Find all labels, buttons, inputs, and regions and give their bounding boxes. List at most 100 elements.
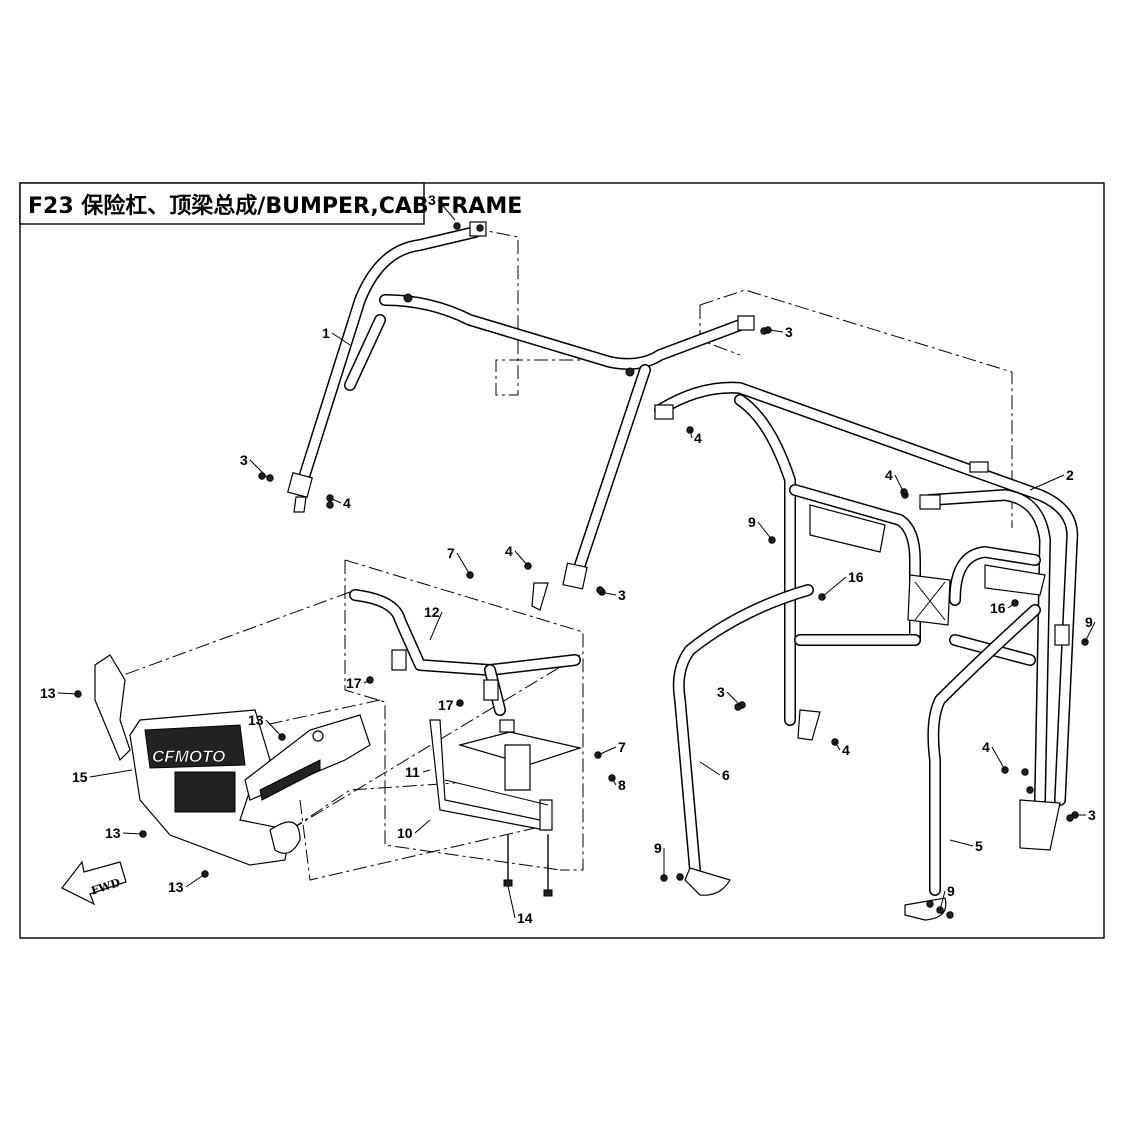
callout-4: 4 xyxy=(694,430,702,446)
callout-leader-3 xyxy=(599,591,617,596)
callout-3: 3 xyxy=(240,452,248,468)
callout-14: 14 xyxy=(517,910,533,926)
callout-leader-7 xyxy=(597,746,617,756)
callout-leader-12 xyxy=(429,611,443,641)
callout-10: 10 xyxy=(397,825,413,841)
fastener-29 xyxy=(760,327,768,335)
callout-leader-3 xyxy=(769,329,784,333)
callout-leader-13 xyxy=(265,719,283,738)
callout-16: 16 xyxy=(990,600,1006,616)
fastener-31 xyxy=(326,501,334,509)
long-bolts xyxy=(503,834,553,897)
callout-leader-2 xyxy=(1029,474,1065,491)
callout-2: 2 xyxy=(1066,467,1074,483)
callout-7: 7 xyxy=(618,739,626,755)
forward-direction-arrow: FWD xyxy=(61,860,127,906)
callout-leaders xyxy=(57,199,1096,919)
bumper-mount-brackets xyxy=(429,719,583,831)
callout-leader-3 xyxy=(249,459,269,479)
callout-leader-4 xyxy=(329,497,342,504)
callout-11: 11 xyxy=(405,764,420,780)
callout-4: 4 xyxy=(842,742,850,758)
callout-leader-6 xyxy=(699,761,721,776)
callout-3: 3 xyxy=(785,324,793,340)
callout-9: 9 xyxy=(654,840,662,856)
callout-leader-10 xyxy=(414,819,431,834)
callout-leader-5 xyxy=(949,839,974,847)
callout-4: 4 xyxy=(343,495,351,511)
bumper-upper-tube xyxy=(349,589,581,716)
callout-leader-16 xyxy=(821,576,847,598)
callout-4: 4 xyxy=(885,467,893,483)
callout-7: 7 xyxy=(447,545,455,561)
fastener-37 xyxy=(1026,786,1034,794)
callout-17: 17 xyxy=(438,697,454,713)
callout-9: 9 xyxy=(1085,614,1093,630)
rear-cab-frame xyxy=(654,381,1079,851)
fastener-40 xyxy=(946,911,954,919)
callout-17: 17 xyxy=(346,675,362,691)
callout-9: 9 xyxy=(748,514,756,530)
callout-3: 3 xyxy=(717,684,725,700)
left-grab-bar xyxy=(672,584,814,896)
callout-leader-11 xyxy=(422,769,431,773)
fastener-3 xyxy=(266,474,274,482)
callout-16: 16 xyxy=(848,569,864,585)
callout-leader-13 xyxy=(185,873,206,888)
callout-4: 4 xyxy=(505,543,513,559)
callout-leader-4 xyxy=(514,550,529,567)
callout-leader-3 xyxy=(726,691,741,706)
callout-13: 13 xyxy=(40,685,56,701)
front-roll-bar xyxy=(287,221,755,611)
callout-3: 3 xyxy=(618,587,626,603)
callout-13: 13 xyxy=(105,825,121,841)
callout-leader-8 xyxy=(611,777,617,786)
fastener-39 xyxy=(926,900,934,908)
callout-leader-13 xyxy=(122,832,144,835)
fastener-35 xyxy=(1066,814,1074,822)
callout-3: 3 xyxy=(1088,807,1096,823)
callout-6: 6 xyxy=(722,767,730,783)
callout-leader-13 xyxy=(57,692,79,695)
fastener-28 xyxy=(453,222,461,230)
right-grab-bar xyxy=(904,604,1041,921)
callout-leader-7 xyxy=(456,552,471,576)
fastener-36 xyxy=(1021,768,1029,776)
callout-5: 5 xyxy=(975,838,983,854)
diagram-border xyxy=(19,182,1105,939)
callout-leader-14 xyxy=(507,885,516,919)
front-bumper-fascia: CFMOTO xyxy=(94,654,371,866)
callout-15: 15 xyxy=(72,769,88,785)
callout-13: 13 xyxy=(248,712,264,728)
callout-leader-4 xyxy=(991,746,1006,771)
diagram-title: F23 保险杠、顶梁总成/BUMPER,CAB FRAME xyxy=(28,193,522,219)
callout-leader-9 xyxy=(757,521,773,541)
callout-leader-17 xyxy=(363,679,371,684)
callout-13: 13 xyxy=(168,879,184,895)
callout-12: 12 xyxy=(424,604,440,620)
bumper-logo: CFMOTO xyxy=(152,747,225,766)
callout-leader-4 xyxy=(834,741,841,751)
callout-leader-16 xyxy=(1007,602,1016,609)
callout-4: 4 xyxy=(982,739,990,755)
callout-3: 3 xyxy=(428,192,436,208)
fastener-1 xyxy=(476,224,484,232)
callout-leader-4 xyxy=(689,429,693,439)
title-box xyxy=(19,182,425,225)
callout-leader-17 xyxy=(455,702,461,706)
callout-leader-3 xyxy=(437,199,456,221)
callout-leader-15 xyxy=(89,769,133,778)
callout-1: 1 xyxy=(322,325,330,341)
fastener-33 xyxy=(596,586,604,594)
callout-8: 8 xyxy=(618,777,626,793)
callout-leader-9 xyxy=(939,890,946,911)
callout-leader-1 xyxy=(331,332,351,346)
fastener-38 xyxy=(676,873,684,881)
fastener-34 xyxy=(734,703,742,711)
callout-leader-4 xyxy=(894,474,906,496)
callout-9: 9 xyxy=(947,883,955,899)
fastener-30 xyxy=(258,472,266,480)
callout-leader-9 xyxy=(1084,621,1096,643)
